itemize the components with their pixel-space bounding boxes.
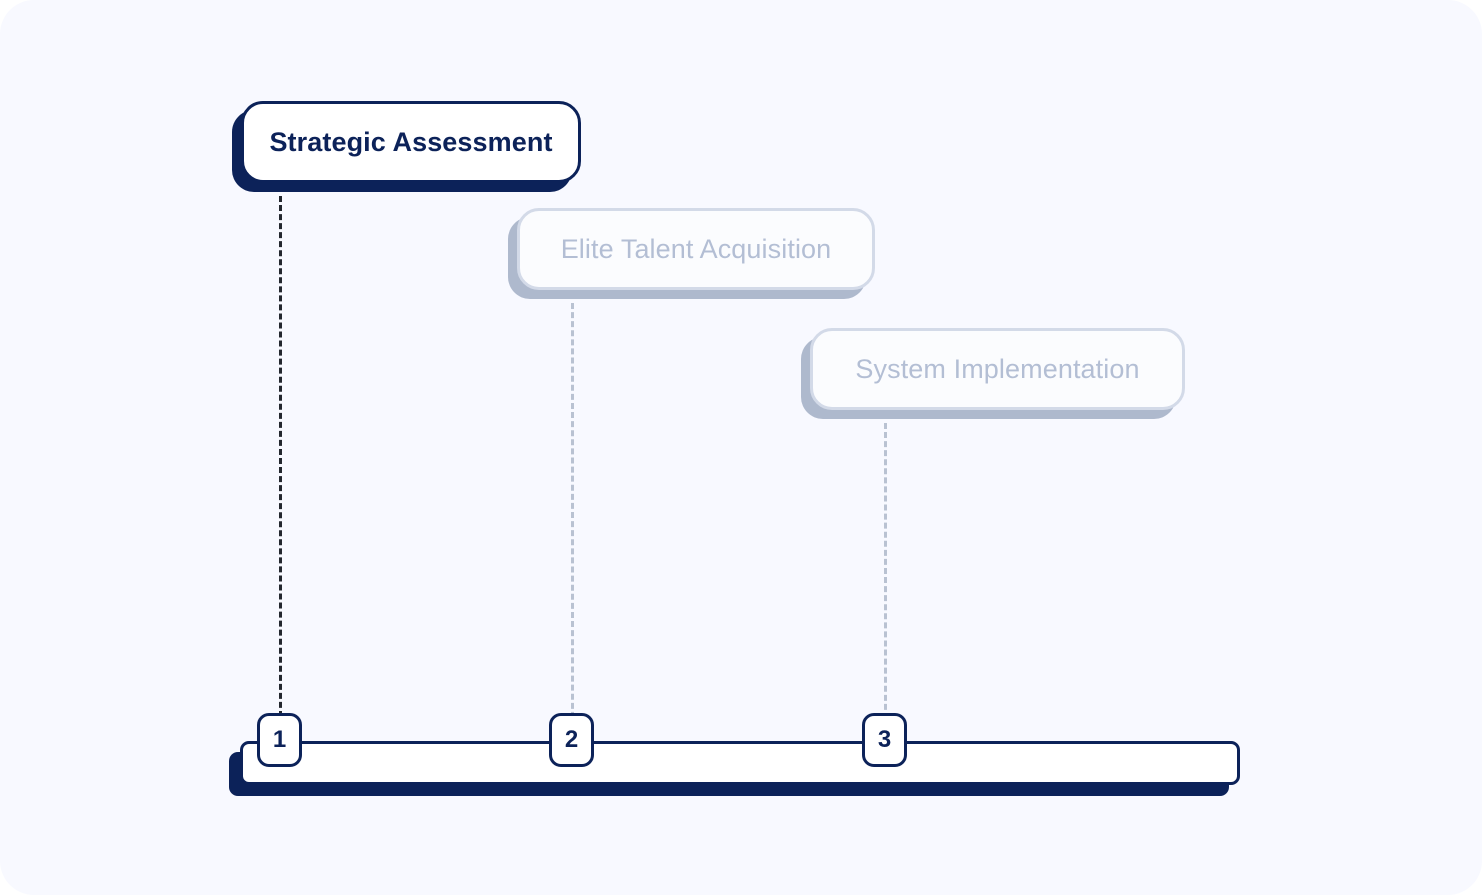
milestone-card-3[interactable]: System Implementation (810, 328, 1185, 410)
timeline-track (240, 741, 1240, 785)
step-marker-2-label: 2 (564, 726, 579, 753)
step-marker-1-label: 1 (272, 726, 287, 753)
milestone-card-1[interactable]: Strategic Assessment (241, 101, 581, 183)
milestone-card-2-label: Elite Talent Acquisition (560, 233, 832, 264)
connector-line-2 (571, 303, 574, 727)
milestone-card-3-label: System Implementation (855, 353, 1140, 384)
milestone-card-2[interactable]: Elite Talent Acquisition (517, 208, 875, 290)
step-marker-3[interactable]: 3 (862, 713, 907, 767)
step-marker-3-label: 3 (877, 726, 892, 753)
connector-line-1 (279, 196, 282, 726)
step-marker-1[interactable]: 1 (257, 713, 302, 767)
connector-line-3 (884, 423, 887, 728)
milestone-card-1-label: Strategic Assessment (269, 126, 553, 157)
step-marker-2[interactable]: 2 (549, 713, 594, 767)
